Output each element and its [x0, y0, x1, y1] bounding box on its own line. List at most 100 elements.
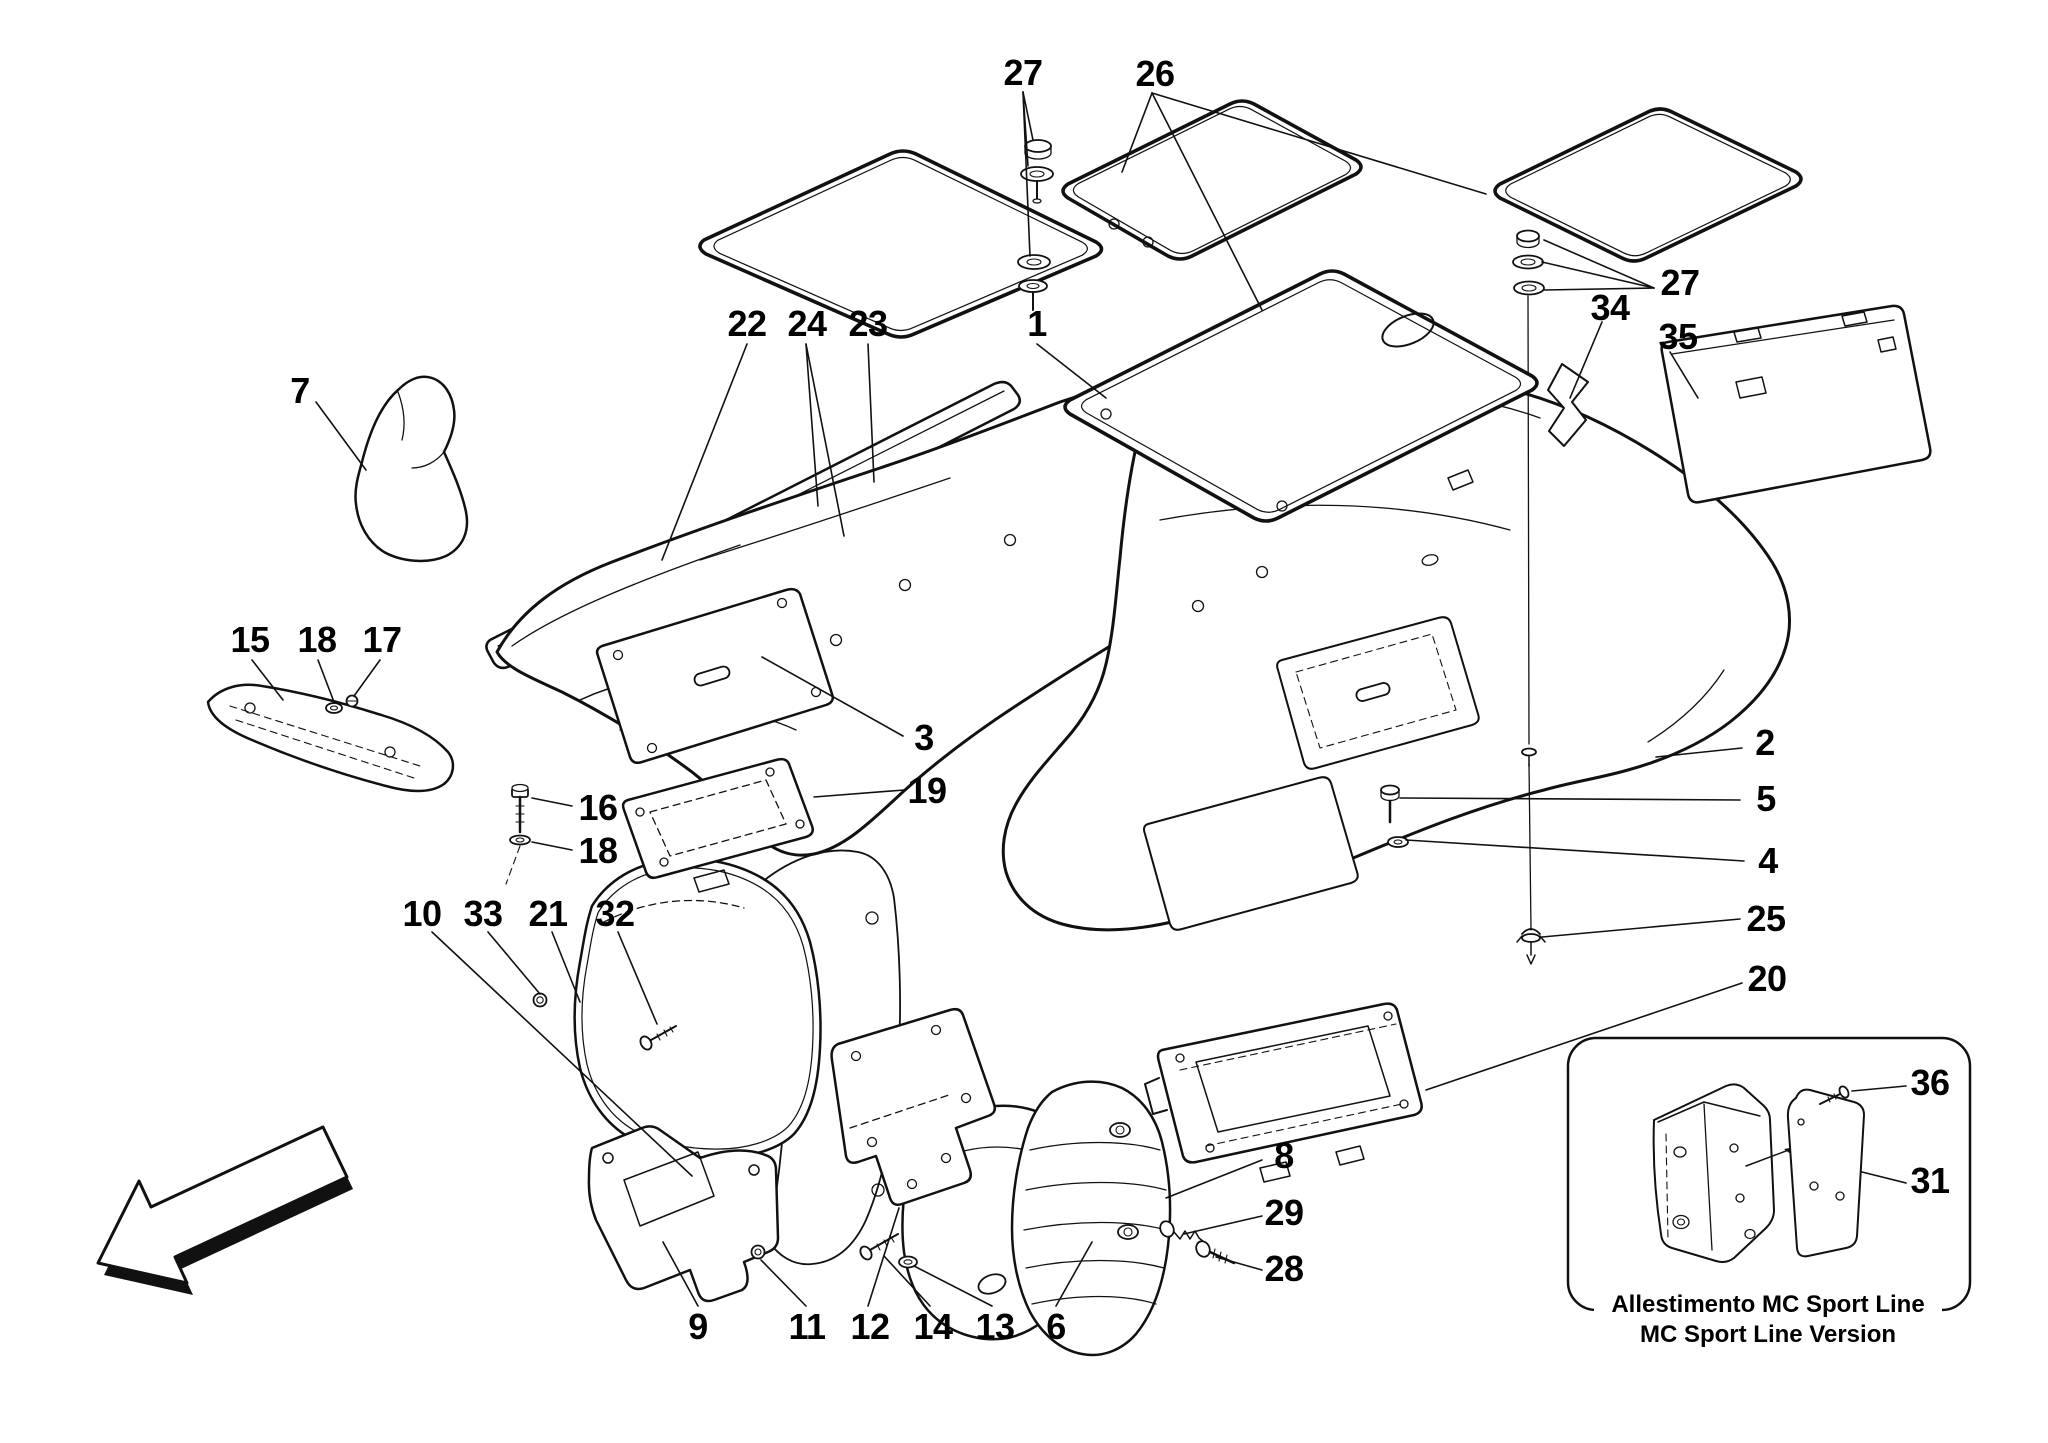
callout-17: 17: [362, 619, 401, 660]
fastener-27-stack-b: [1017, 254, 1051, 311]
part-21-wheelarch-panel: [573, 857, 822, 1160]
callout-32: 32: [595, 893, 634, 934]
part-19-frame: [621, 757, 814, 893]
leader-3: [761, 656, 904, 737]
callout-20: 20: [1747, 958, 1786, 999]
callout-3: 3: [914, 717, 934, 758]
leader-14: [883, 1255, 931, 1307]
part-26-mat-left: [698, 149, 1104, 339]
callout-7: 7: [290, 370, 310, 411]
leader-26-1: [1121, 92, 1153, 173]
callout-15: 15: [230, 619, 270, 660]
leader-28: [1215, 1256, 1263, 1271]
leader-32: [617, 931, 658, 1025]
part-20-frame: [1144, 1002, 1423, 1183]
leader-25: [1541, 918, 1741, 938]
callout-12: 12: [850, 1306, 889, 1347]
leader-35: [1669, 351, 1699, 399]
leader-27b-1: [1543, 239, 1655, 289]
part-8-side-panel: [1010, 1080, 1172, 1357]
leader-21: [551, 931, 581, 1003]
leader-27b-3: [1543, 287, 1655, 291]
fastener-33-nut: [532, 992, 548, 1008]
stud-boss-icon: [1109, 1122, 1139, 1240]
leader-27a-1: [1022, 91, 1034, 141]
leader-26-3: [1151, 92, 1263, 311]
part-9-bracket: [587, 1125, 780, 1303]
fastener-18-washer: [505, 834, 531, 885]
leader-18b: [531, 841, 573, 851]
fastener-pin: [1521, 747, 1537, 767]
leader-26-2: [1151, 92, 1487, 195]
caption-background: [1594, 1286, 1942, 1356]
leader-20: [1425, 982, 1743, 1091]
fastener-4-washer: [1387, 836, 1409, 848]
callout-31: 31: [1910, 1160, 1950, 1201]
callout-19: 19: [907, 770, 946, 811]
fastener-16-bolt: [511, 783, 529, 834]
fastener-14-bolt: [859, 1233, 899, 1261]
leader-34: [1569, 321, 1603, 399]
leader-13: [913, 1265, 993, 1307]
callout-28: 28: [1264, 1248, 1303, 1289]
part-35-rear-panel: [1660, 304, 1932, 504]
callout-26: 26: [1135, 53, 1174, 94]
leader-10: [431, 931, 693, 1177]
leader-18a: [317, 659, 335, 703]
callout-35: 35: [1658, 316, 1698, 357]
callout-21: 21: [528, 893, 568, 934]
fastener-18a-washer: [325, 702, 343, 714]
callout-5: 5: [1756, 778, 1776, 819]
leader-24-2: [805, 343, 845, 537]
callout-1: 1: [1027, 303, 1047, 344]
callout-22: 22: [727, 303, 766, 344]
part-12-bracket: [830, 1007, 996, 1206]
callout-16: 16: [578, 787, 617, 828]
leader-12: [867, 1207, 900, 1307]
leader-23: [867, 343, 875, 483]
leader-4: [1405, 839, 1745, 862]
callout-27a: 27: [1003, 52, 1042, 93]
callout-18b: 18: [578, 830, 617, 871]
leader-17: [353, 659, 381, 697]
fastener-5-stud: [1380, 784, 1400, 824]
mc-sport-line-inset: Allestimento MC Sport Line MC Sport Line…: [1566, 1036, 1972, 1356]
fastener-28-screw: [1195, 1240, 1236, 1265]
callout-11: 11: [788, 1306, 826, 1347]
callout-2: 2: [1755, 722, 1775, 763]
part-31-plate: [1786, 1088, 1865, 1258]
callout-6: 6: [1046, 1306, 1066, 1347]
callout-10: 10: [402, 893, 441, 934]
front-of-car-arrow-icon: [96, 1125, 353, 1295]
fastener-32-screw: [639, 1025, 677, 1051]
callout-14: 14: [913, 1306, 953, 1347]
fastener-29-screw: [1159, 1220, 1205, 1243]
leader-31: [1861, 1171, 1907, 1184]
leader-19: [813, 789, 905, 798]
part-3-floor-plate: [595, 587, 834, 765]
leader-15: [251, 659, 284, 701]
fastener-13-washer: [898, 1255, 918, 1269]
leader-36: [1851, 1085, 1907, 1092]
callout-13: 13: [975, 1306, 1014, 1347]
part-15-sill-garnish: [206, 683, 455, 793]
fastener-11-nut: [750, 1244, 766, 1260]
leader-8: [1165, 1159, 1263, 1199]
part-34-strap: [1547, 363, 1589, 447]
callout-33: 33: [463, 893, 502, 934]
part-26-mat-right: [1493, 107, 1803, 263]
leader-29: [1183, 1215, 1263, 1235]
part-bracket-in-inset: [1652, 1083, 1796, 1263]
part-26-mat-center: [1063, 269, 1539, 523]
leader-22: [661, 343, 748, 561]
fastener-27-stack-c: [1512, 229, 1545, 296]
callout-25: 25: [1746, 898, 1786, 939]
callout-4: 4: [1758, 840, 1778, 881]
callout-18a: 18: [297, 619, 336, 660]
leader-11: [760, 1259, 807, 1307]
leader-24-1: [805, 343, 819, 507]
part-26-mat-top: [1061, 99, 1363, 261]
callout-36: 36: [1910, 1062, 1949, 1103]
fastener-17-screw: [345, 694, 359, 708]
